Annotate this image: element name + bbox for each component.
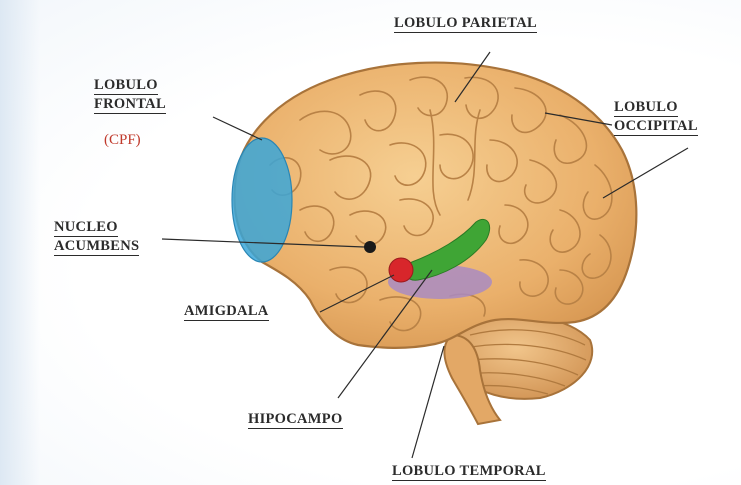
nucleo-acumbens-line2: ACUMBENS <box>54 237 139 256</box>
nucleo-acumbens-line1: NUCLEO <box>54 218 118 237</box>
lobulo-temporal-text: LOBULO TEMPORAL <box>392 462 546 481</box>
lobulo-parietal-text: LOBULO PARIETAL <box>394 14 537 33</box>
hipocampo-text: HIPOCAMPO <box>248 410 343 429</box>
lobulo-frontal-line2: FRONTAL <box>94 95 166 114</box>
lobulo-frontal-line1: LOBULO <box>94 76 158 95</box>
label-lobulo-occipital: LOBULO OCCIPITAL <box>614 98 698 136</box>
label-hipocampo: HIPOCAMPO <box>248 410 343 429</box>
amygdala <box>389 258 413 282</box>
label-lobulo-frontal: LOBULO FRONTAL <box>94 76 166 114</box>
label-lobulo-temporal: LOBULO TEMPORAL <box>392 462 546 481</box>
label-amigdala: AMIGDALA <box>184 302 269 321</box>
lobulo-occipital-line1: LOBULO <box>614 98 678 117</box>
label-lobulo-parietal: LOBULO PARIETAL <box>394 14 537 33</box>
amigdala-text: AMIGDALA <box>184 302 269 321</box>
label-cpf: (CPF) <box>104 132 141 149</box>
nucleus-accumbens <box>364 241 376 253</box>
label-nucleo-acumbens: NUCLEO ACUMBENS <box>54 218 139 256</box>
lobulo-occipital-line2: OCCIPITAL <box>614 117 698 136</box>
